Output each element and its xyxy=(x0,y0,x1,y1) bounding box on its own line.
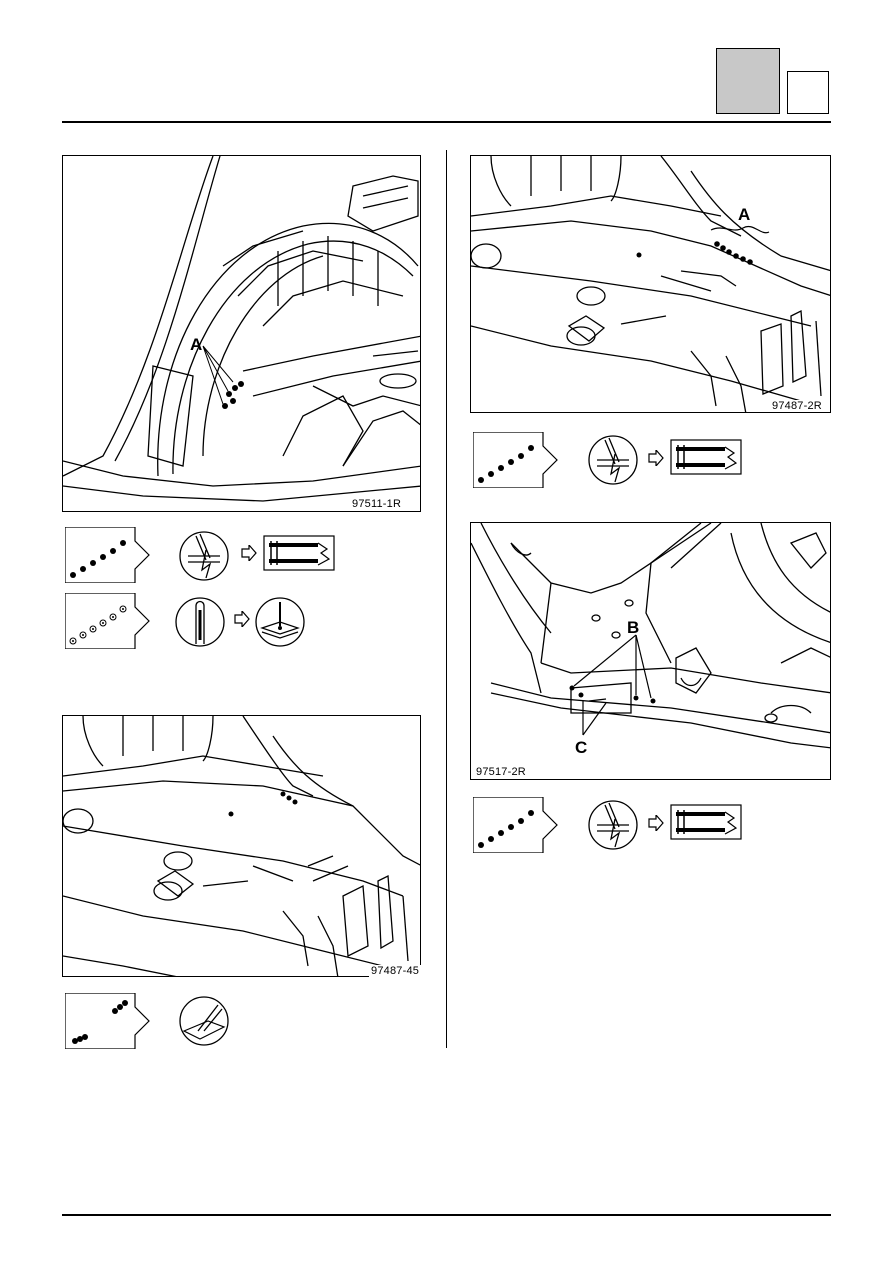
clamp-panels-icon xyxy=(263,535,335,571)
grind-weld-icon xyxy=(178,995,230,1047)
wheel-arch-drawing xyxy=(63,156,420,502)
figure-wheel-arch xyxy=(62,155,421,512)
footer-rule xyxy=(62,1214,831,1216)
figure-side-member xyxy=(470,522,831,780)
figure-ref: 97517-2R xyxy=(474,766,528,778)
clamp-panels-icon xyxy=(670,439,742,475)
figure-floor-pan xyxy=(62,715,421,977)
plug-weld-icon xyxy=(254,596,306,648)
spot-weld-row-icon xyxy=(473,432,561,488)
header-rule xyxy=(62,121,831,123)
section-tab-blank xyxy=(787,71,829,114)
callout-A: A xyxy=(738,205,751,224)
rear-floor-drawing xyxy=(471,156,830,412)
drill-spot-weld-icon xyxy=(587,434,639,486)
right-arrow-icon xyxy=(234,611,250,627)
floor-pan-drawing xyxy=(63,716,420,976)
punch-icon xyxy=(174,596,226,648)
figure-ref: 97487-2R xyxy=(770,400,824,412)
section-tab-shaded xyxy=(716,48,780,114)
figure-rear-floor xyxy=(470,155,831,413)
right-arrow-icon xyxy=(648,450,664,466)
spot-weld-row-icon xyxy=(65,527,153,583)
callout-B: B xyxy=(627,618,640,637)
spot-weld-row-icon xyxy=(65,993,153,1049)
right-arrow-icon xyxy=(241,545,257,561)
plug-weld-row-icon xyxy=(65,593,153,649)
drill-spot-weld-icon xyxy=(587,799,639,851)
right-arrow-icon xyxy=(648,815,664,831)
drill-spot-weld-icon xyxy=(178,530,230,582)
callout-C: C xyxy=(575,738,588,757)
figure-ref: 97511-1R xyxy=(350,498,404,510)
side-member-drawing xyxy=(471,523,830,749)
figure-ref: 97487-45 xyxy=(369,965,422,977)
column-divider xyxy=(446,150,447,1048)
callout-A: A xyxy=(190,335,203,354)
clamp-panels-icon xyxy=(670,804,742,840)
spot-weld-row-icon xyxy=(473,797,561,853)
